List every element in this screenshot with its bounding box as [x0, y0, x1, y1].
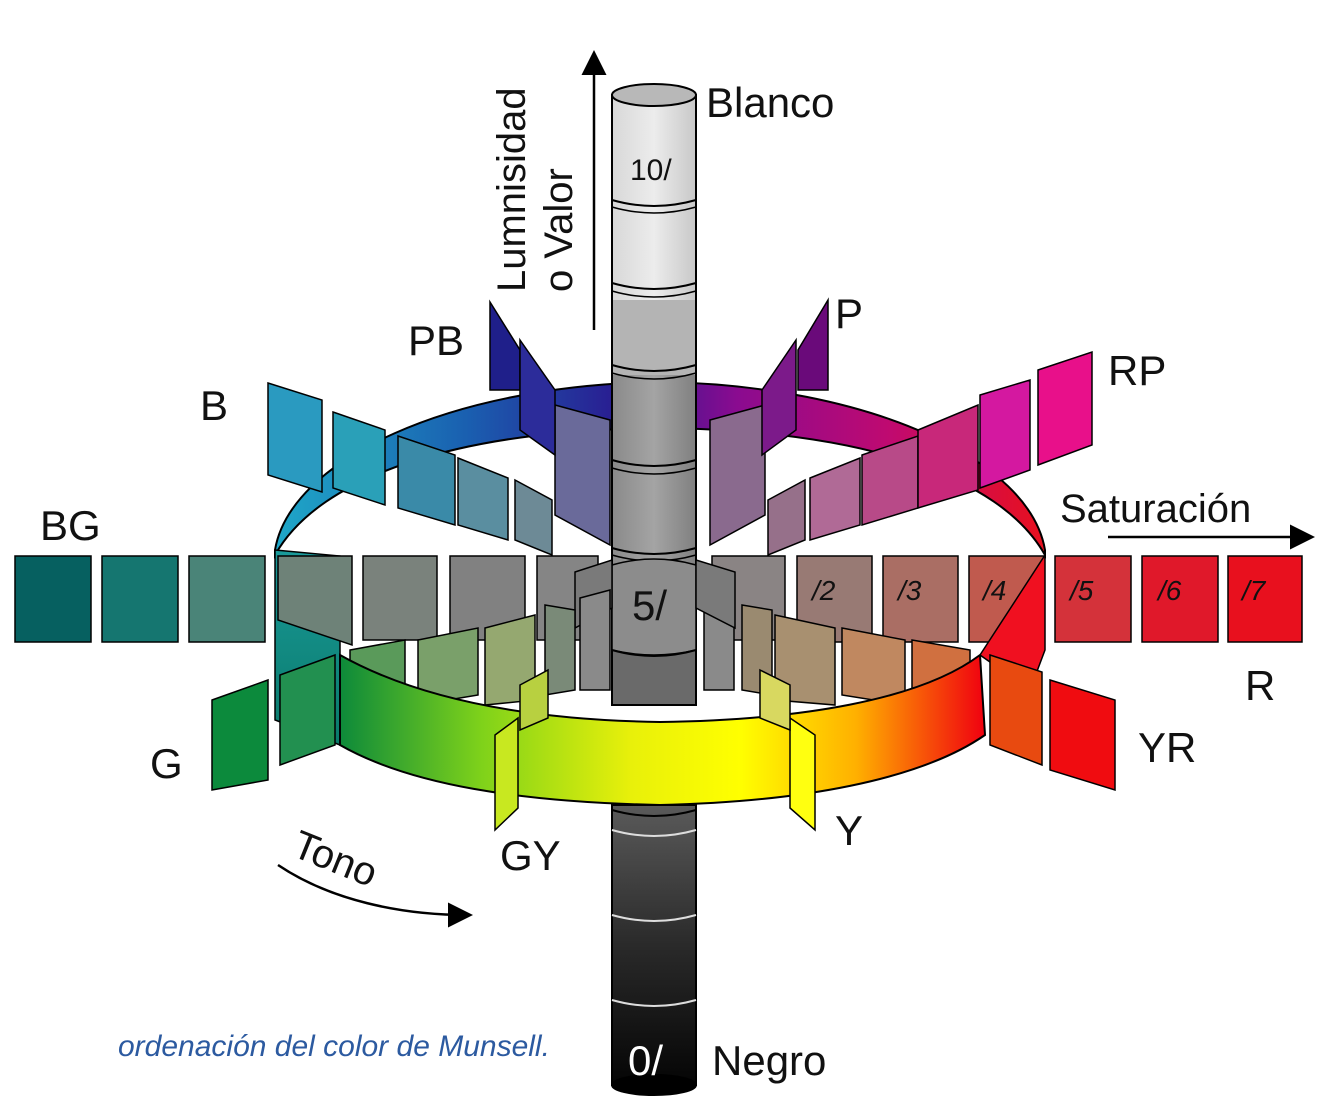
hue-ring-back	[274, 380, 1046, 559]
value-column-upper	[611, 83, 697, 566]
chroma-mark-7: /7	[1240, 575, 1267, 606]
r-chips	[1054, 555, 1303, 643]
value-column-lower	[611, 804, 697, 1096]
value-axis-label-line2: o Valor	[537, 168, 581, 292]
hue-label-rp: RP	[1108, 347, 1166, 394]
hue-axis-arrow	[277, 863, 473, 928]
hue-label-pb: PB	[408, 317, 464, 364]
hue-label-r: R	[1245, 662, 1275, 709]
value-mark-10: 10/	[630, 154, 672, 187]
b-chips	[267, 381, 386, 507]
yr-chips	[989, 653, 1116, 792]
back-chips	[397, 403, 979, 557]
hue-label-g: G	[150, 740, 183, 787]
hue-label-b: B	[200, 382, 228, 429]
chroma-mark-5: /5	[1068, 575, 1094, 606]
chroma-mark-2: /2	[810, 575, 836, 606]
gy-y-front-chips	[494, 668, 816, 832]
chroma-mark-4: /4	[981, 575, 1006, 606]
g-chips	[211, 653, 336, 791]
bg-chips	[14, 555, 266, 643]
figure-caption: ordenación del color de Munsell.	[118, 1030, 550, 1063]
chroma-mark-6: /6	[1156, 575, 1182, 606]
value-column-middle	[611, 558, 697, 706]
hue-label-p: P	[835, 290, 863, 337]
chroma-mark-3: /3	[896, 575, 922, 606]
hue-label-gy: GY	[500, 832, 561, 879]
black-pole-label: Negro	[712, 1037, 826, 1084]
hue-axis-label: Tono	[287, 823, 384, 896]
saturation-label: Saturación	[1060, 487, 1251, 531]
value-mark-5: 5/	[632, 582, 667, 629]
hue-label-bg: BG	[40, 502, 101, 549]
white-pole-label: Blanco	[706, 79, 834, 126]
value-axis-label-line1: Lumnisidad	[490, 87, 534, 292]
hue-label-y: Y	[835, 807, 863, 854]
pb-p-chips	[489, 297, 829, 457]
value-mark-0: 0/	[628, 1037, 663, 1084]
rp-chips	[979, 350, 1093, 490]
hue-label-yr: YR	[1138, 724, 1196, 771]
